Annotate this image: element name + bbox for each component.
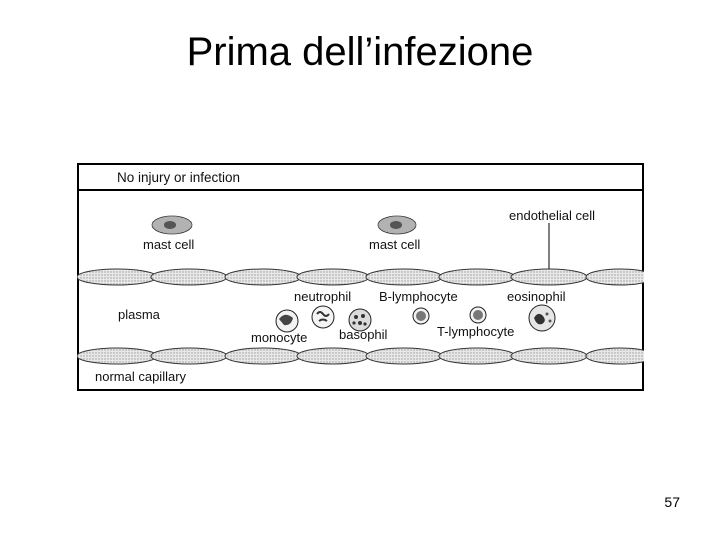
plasma-label: plasma [118,307,161,322]
t-lymphocyte-icon [469,306,487,324]
normal-capillary-label: normal capillary [95,369,187,384]
b-lymphocyte-label: B-lymphocyte [379,289,458,304]
mast-cell-left-icon [151,215,193,235]
neutrophil-icon [311,305,335,329]
page-number: 57 [664,494,680,510]
mast-cell-right-icon [377,215,417,235]
slide-title: Prima dell’infezione [186,30,534,74]
eosinophil-icon [528,304,556,332]
capillary-diagram: No injury or infection mast cell mast ce… [77,163,644,391]
eosinophil-label: eosinophil [507,289,566,304]
basophil-icon [348,308,372,332]
capillary-diagram-svg: No injury or infection mast cell mast ce… [77,163,644,391]
endothelial-row-bottom [77,347,644,365]
basophil-label: basophil [339,327,388,342]
endothelial-row-top [77,268,644,286]
monocyte-label: monocyte [251,330,307,345]
t-lymphocyte-label: T-lymphocyte [437,324,514,339]
neutrophil-label: neutrophil [294,289,351,304]
b-lymphocyte-icon [412,307,430,325]
monocyte-icon [275,309,299,333]
mast-cell-right-label: mast cell [369,237,420,252]
endothelial-cell-label: endothelial cell [509,208,595,223]
diagram-header: No injury or infection [117,170,240,185]
mast-cell-left-label: mast cell [143,237,194,252]
